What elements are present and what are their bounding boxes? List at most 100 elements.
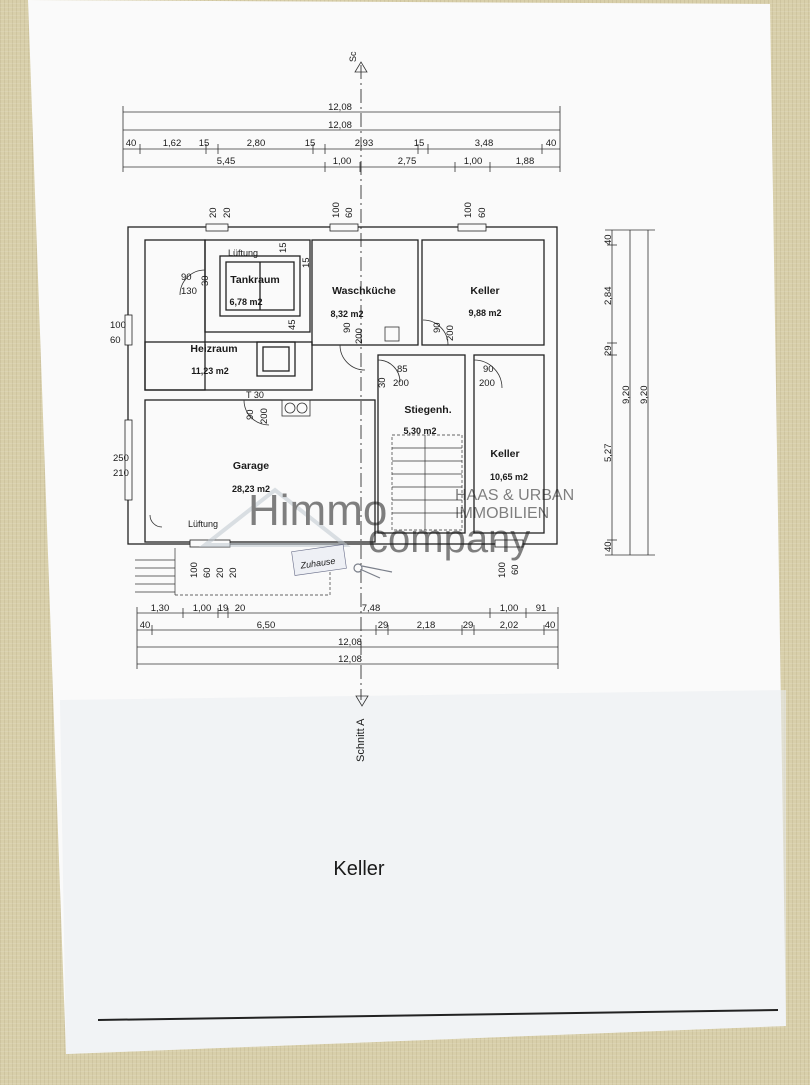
sheet-border-line — [97, 1009, 779, 1021]
key-icon — [353, 563, 393, 579]
opening-dim: 60 — [510, 564, 521, 575]
section-label-bottom: Schnitt A — [355, 718, 367, 762]
bottom-dim-r1: 1,00 — [500, 603, 519, 614]
top-dim-r3: 15 — [305, 138, 316, 149]
top-dimension-lines — [122, 106, 561, 172]
top-dim-r3: 40 — [126, 138, 137, 149]
bottom-dim-r1: 7,48 — [362, 603, 381, 614]
heating-units — [281, 326, 400, 417]
room-garage-area: 28,23 m2 — [232, 484, 270, 494]
lueftung-label-top: Lüftung — [228, 248, 258, 258]
opening-dim: 200 — [479, 378, 495, 389]
section-arrow-top — [354, 61, 368, 73]
opening-dim: 100 — [189, 562, 200, 578]
opening-dim: 200 — [354, 328, 365, 344]
opening-dim: 20 — [215, 567, 226, 578]
opening-dim: 20 — [228, 567, 239, 578]
room-keller-2-area: 10,65 m2 — [490, 472, 528, 482]
opening-dim: 100 — [331, 202, 342, 218]
opening-dim: 100 — [463, 202, 474, 218]
opening-dim: 90 — [483, 364, 494, 375]
watermark-brand-1: Himmo — [248, 486, 387, 535]
opening-dim: 200 — [259, 408, 270, 424]
right-dim: 2,84 — [603, 287, 614, 306]
section-arrow-bottom — [355, 695, 369, 707]
bottom-dim-r2: 40 — [140, 620, 151, 631]
stairs — [135, 434, 463, 596]
opening-dim: 100 — [497, 562, 508, 578]
bottom-dim-r2: 6,50 — [257, 620, 276, 631]
opening-dim: 100 — [110, 320, 126, 331]
room-heizraum-name: Heizraum — [190, 343, 237, 355]
right-dim: 9,20 — [621, 386, 632, 405]
t30-label: T 30 — [246, 390, 264, 400]
room-tankraum-area: 6,78 m2 — [229, 297, 262, 307]
section-label-top: Sc — [348, 51, 358, 62]
opening-dim: 60 — [477, 207, 488, 218]
right-dim: 29 — [603, 345, 614, 356]
watermark-house-icon — [199, 487, 351, 547]
opening-dim: 30 — [377, 377, 388, 388]
top-dim-r3: 2,80 — [247, 138, 266, 149]
opening-dim: 130 — [181, 286, 197, 297]
right-dimension-lines — [605, 229, 655, 556]
bottom-dim-r1: 20 — [235, 603, 246, 614]
watermark-tag: Zuhause — [299, 556, 336, 571]
room-tankraum-name: Tankraum — [230, 274, 279, 286]
bottom-dim-r1: 1,30 — [151, 603, 170, 614]
opening-dim: 60 — [110, 335, 121, 346]
bottom-dim-r1: 91 — [536, 603, 547, 614]
bottom-dim-r1: 1,00 — [193, 603, 212, 614]
opening-dim: 90 — [181, 272, 192, 283]
top-dim-r3: 2,93 — [355, 138, 374, 149]
top-dim-r3: 15 — [414, 138, 425, 149]
room-stiegenhaus-area: 5,30 m2 — [403, 426, 436, 436]
top-dim-r4: 1,00 — [333, 156, 352, 167]
top-dim-r3: 1,62 — [163, 138, 182, 149]
bottom-dim-r2: 2,02 — [500, 620, 519, 631]
top-dim-r4: 2,75 — [398, 156, 417, 167]
top-dim-r3: 3,48 — [475, 138, 494, 149]
opening-dim: 20 — [222, 207, 233, 218]
room-heizraum-area: 11,23 m2 — [191, 366, 229, 376]
opening-dim: 20 — [208, 207, 219, 218]
right-dim: 5,27 — [603, 444, 614, 463]
bottom-dim-r1: 19 — [218, 603, 229, 614]
bottom-dim-total-1: 12,08 — [338, 637, 362, 648]
watermark-brand-3b: IMMOBILIEN — [455, 505, 549, 522]
watermark: Himmo company HAAS & URBAN IMMOBILIEN — [199, 486, 574, 561]
opening-dim: 15 — [301, 257, 312, 268]
right-dim: 9,20 — [639, 386, 650, 405]
bottom-dim-r2: 40 — [545, 620, 556, 631]
bottom-dim-r2: 29 — [378, 620, 389, 631]
top-dim-r4: 1,88 — [516, 156, 535, 167]
room-keller-1-area: 9,88 m2 — [468, 308, 501, 318]
room-waschkueche-area: 8,32 m2 — [330, 309, 363, 319]
door-swings — [149, 269, 503, 528]
opening-dim: 90 — [432, 322, 443, 333]
top-dim-r3: 15 — [199, 138, 210, 149]
opening-dim: 200 — [393, 378, 409, 389]
watermark-badge: Zuhause — [291, 544, 393, 579]
watermark-brand-3a: HAAS & URBAN — [455, 487, 574, 504]
room-keller-1-name: Keller — [470, 285, 499, 297]
top-dim-r4: 5,45 — [217, 156, 236, 167]
lueftung-label-bottom: Lüftung — [188, 519, 218, 529]
bottom-dimension-lines — [136, 607, 559, 669]
opening-dim: 90 — [342, 322, 353, 333]
bottom-dim-r2: 2,18 — [417, 620, 436, 631]
opening-dim: 210 — [113, 468, 129, 479]
opening-dim: 60 — [202, 567, 213, 578]
opening-dim: 85 — [397, 364, 408, 375]
plan-title: Keller — [333, 858, 384, 880]
room-garage-name: Garage — [233, 460, 269, 472]
top-dim-r4: 1,00 — [464, 156, 483, 167]
top-dim-total-1: 12,08 — [328, 102, 352, 113]
right-dim: 40 — [603, 541, 614, 552]
top-dim-r3: 40 — [546, 138, 557, 149]
opening-dim: 60 — [344, 207, 355, 218]
right-dim: 40 — [603, 234, 614, 245]
opening-dim: 90 — [245, 409, 256, 420]
paper-shadow — [60, 690, 786, 1054]
